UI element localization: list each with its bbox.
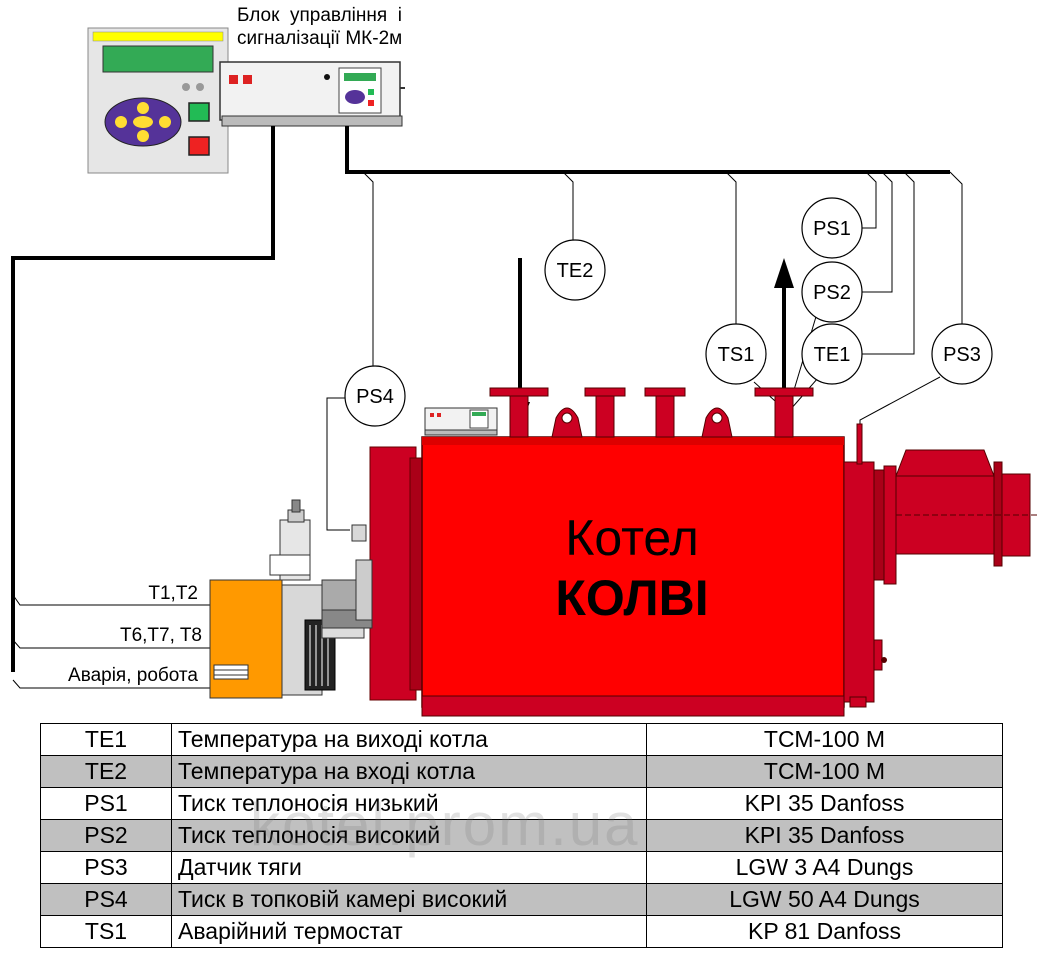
legend-code: TE2 xyxy=(40,755,172,788)
boiler-label-line1: Котел xyxy=(565,510,699,566)
mk2m-control-unit xyxy=(219,61,405,127)
control-unit-title-line2: сигналізації МК-2м xyxy=(237,28,402,49)
legend-code: PS4 xyxy=(40,883,172,916)
legend-model: KPI 35 Danfoss xyxy=(646,819,1003,852)
sensor-ps2-circle xyxy=(801,261,863,323)
signal-wires xyxy=(12,171,963,689)
sensor-ts1-label: TS1 xyxy=(718,344,755,366)
legend-description: Тиск в топковій камері високий xyxy=(171,883,647,916)
legend-model: ТСМ-100 М xyxy=(646,723,1003,756)
legend-model: KP 81 Danfoss xyxy=(646,915,1003,948)
sensor-ps2-label: PS2 xyxy=(813,282,851,304)
legend-description: Тиск теплоносія низький xyxy=(171,787,647,820)
sensor-te2-label: TE2 xyxy=(557,260,594,282)
legend-model: LGW 50 A4 Dungs xyxy=(646,883,1003,916)
main-cables xyxy=(11,126,950,672)
sensor-ps3-circle xyxy=(931,323,993,385)
legend-description: Аварійний термостат xyxy=(171,915,647,948)
control-panel-zoom xyxy=(87,27,229,174)
sensor-ps3-label: PS3 xyxy=(943,344,981,366)
legend-description: Температура на виході котла xyxy=(171,723,647,756)
legend-model: ТСМ-100 М xyxy=(646,755,1003,788)
control-unit-title-line1: Блок управління і xyxy=(237,5,402,26)
sensor-te1-label: TE1 xyxy=(814,344,851,366)
legend-code: PS1 xyxy=(40,787,172,820)
legend-code: PS2 xyxy=(40,819,172,852)
sensor-ts1-circle xyxy=(705,323,767,385)
legend-code: TE1 xyxy=(40,723,172,756)
boiler-label-line2: КОЛВІ xyxy=(555,570,708,626)
legend-model: KPI 35 Danfoss xyxy=(646,787,1003,820)
legend-model: LGW 3 A4 Dungs xyxy=(646,851,1003,884)
burner xyxy=(209,499,373,699)
legend-code: TS1 xyxy=(40,915,172,948)
legend-code: PS3 xyxy=(40,851,172,884)
sensor-ps4-label: PS4 xyxy=(356,386,394,408)
boiler-body xyxy=(369,387,1038,717)
legend-description: Тиск теплоносія високий xyxy=(171,819,647,852)
sensor-ps4-circle xyxy=(344,365,406,427)
sensor-te2-circle xyxy=(544,239,606,301)
legend-description: Датчик тяги xyxy=(171,851,647,884)
sensor-ps1-circle xyxy=(801,197,863,259)
signal-label-alarm-operation: Аварія, робота xyxy=(68,665,198,686)
signal-label-t1-t2: T1,T2 xyxy=(148,583,198,604)
sensor-ps1-label: PS1 xyxy=(813,218,851,240)
signal-label-t6-t7-t8: T6,T7, T8 xyxy=(120,625,202,646)
sensor-te1-circle xyxy=(801,323,863,385)
legend-description: Температура на вході котла xyxy=(171,755,647,788)
